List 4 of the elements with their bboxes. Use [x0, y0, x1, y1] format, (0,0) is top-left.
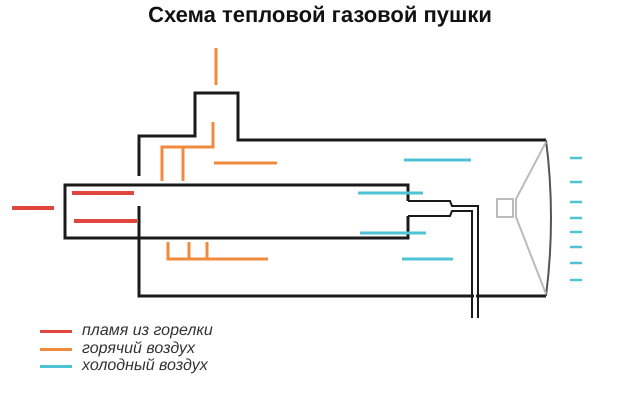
legend-label: пламя из горелки — [82, 322, 213, 340]
legend-label: холодный воздух — [82, 357, 208, 375]
legend-label: горячий воздух — [82, 340, 196, 358]
diagram-title: Схема тепловой газовой пушки — [147, 2, 493, 28]
